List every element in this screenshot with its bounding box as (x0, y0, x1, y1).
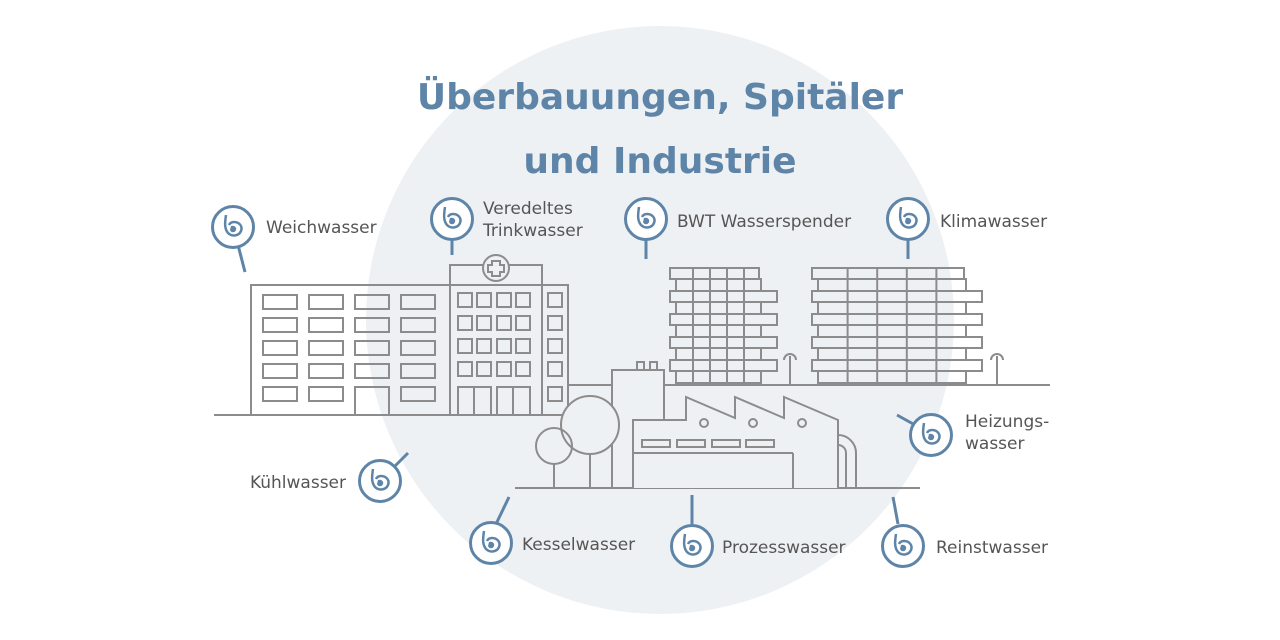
marker-label-line: wasser (965, 434, 1025, 454)
bwt-drop-icon (895, 204, 921, 234)
marker-label-line: Heizungs- (965, 412, 1050, 432)
marker-label-line: Reinstwasser (936, 538, 1049, 558)
marker-label-line: Kühlwasser (249, 473, 346, 493)
page-title: Überbauungen, Spitäler und Industrie (0, 66, 1280, 194)
hospital-building (449, 254, 569, 416)
marker-label-line: Weichwasser (266, 218, 377, 238)
water-type-marker[interactable] (358, 459, 402, 503)
water-type-marker[interactable] (886, 197, 930, 241)
water-type-marker[interactable] (670, 524, 714, 568)
bwt-drop-icon (918, 420, 944, 450)
bwt-drop-icon (633, 204, 659, 234)
marker-label: Reinstwasser (936, 537, 1048, 559)
marker-label: Weichwasser (266, 217, 377, 239)
marker-label-line: Veredeltes (483, 199, 573, 219)
marker-label-line: Prozesswasser (722, 538, 846, 558)
marker-label: Prozesswasser (722, 537, 846, 559)
title-line-1: Überbauungen, Spitäler (416, 77, 904, 118)
marker-label: Kesselwasser (522, 534, 635, 556)
marker-label: Klimawasser (940, 211, 1047, 233)
marker-label: Kühlwasser (250, 472, 346, 494)
bwt-drop-icon (890, 531, 916, 561)
marker-label-line: BWT Wasserspender (677, 212, 852, 232)
water-type-marker[interactable] (624, 197, 668, 241)
water-type-marker[interactable] (881, 524, 925, 568)
marker-label-line: Kesselwasser (522, 535, 636, 555)
bwt-drop-icon (679, 531, 705, 561)
water-type-marker[interactable] (211, 205, 255, 249)
marker-label: BWT Wasserspender (677, 211, 851, 233)
title-line-2: und Industrie (523, 141, 797, 182)
bwt-drop-icon (439, 204, 465, 234)
marker-label-line: Trinkwasser (483, 221, 583, 241)
water-type-marker[interactable] (430, 197, 474, 241)
bwt-drop-icon (367, 466, 393, 496)
water-type-marker[interactable] (909, 413, 953, 457)
factory-building (611, 361, 857, 489)
bwt-drop-icon (478, 528, 504, 558)
marker-label: Heizungs-wasser (965, 411, 1049, 455)
water-type-marker[interactable] (469, 521, 513, 565)
bwt-drop-icon (220, 212, 246, 242)
marker-label-line: Klimawasser (940, 212, 1048, 232)
